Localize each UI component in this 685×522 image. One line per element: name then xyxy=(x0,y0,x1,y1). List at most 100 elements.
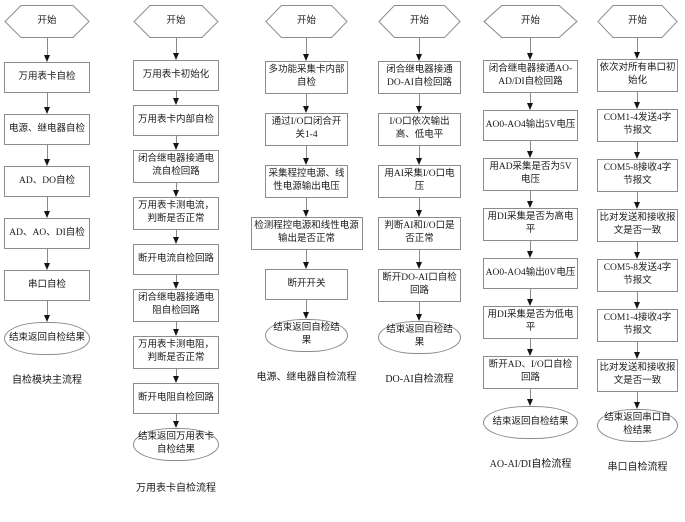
hexagon-shape xyxy=(483,5,578,38)
step-node: I/O口依次输出高、低电平 xyxy=(378,112,461,146)
arrow-down xyxy=(526,338,535,356)
end-node: 结束返回自检结果 xyxy=(483,405,578,439)
step-node: AD、DO自检 xyxy=(4,166,90,197)
arrow-down xyxy=(633,91,642,109)
step-node: 串口自检 xyxy=(4,270,90,301)
arrow-down xyxy=(633,141,642,159)
arrow-down xyxy=(172,136,181,150)
step-node: 用AD采集是否为5V电压 xyxy=(483,157,578,191)
step-node: 万用表卡测电阻，判断是否正常 xyxy=(133,335,219,369)
start-node: 开始 xyxy=(265,5,348,38)
start-node: 开始 xyxy=(483,5,578,38)
arrow-down xyxy=(43,38,52,62)
start-node: 开始 xyxy=(4,5,90,38)
arrow-down xyxy=(526,140,535,158)
step-node: COM5-8接收4字节报文 xyxy=(597,158,678,192)
arrow-down xyxy=(172,38,181,60)
arrow-down xyxy=(415,93,424,113)
step-node: 比对发送和接收报文是否一致 xyxy=(597,358,678,392)
flow-caption: 万用表卡自检流程 xyxy=(136,482,216,494)
flow-caption: AO-AI/DI自检流程 xyxy=(489,458,572,470)
step-node: 比对发送和接收报文是否一致 xyxy=(597,208,678,242)
step-node: 断开开关 xyxy=(265,268,348,300)
step-node: 采集程控电源、线性电源输出电压 xyxy=(265,164,348,198)
arrow-down xyxy=(302,299,311,319)
arrow-down xyxy=(43,301,52,322)
hexagon-shape xyxy=(4,5,90,38)
step-node: 断开电阻自检回路 xyxy=(133,382,219,414)
step-node: 万用表卡内部自检 xyxy=(133,105,219,136)
step-node: 多功能采集卡内部自检 xyxy=(265,61,348,94)
step-node: 电源、继电器自检 xyxy=(4,114,90,145)
step-node: 判断AI和I/O口是否正常 xyxy=(378,216,461,250)
start-label: 开始 xyxy=(37,15,57,26)
step-node: 用DI采集是否为低电平 xyxy=(483,305,578,339)
arrow-down xyxy=(43,249,52,270)
end-node: 结束返回自检结果 xyxy=(378,320,461,354)
hexagon-shape xyxy=(378,5,461,38)
step-node: AO0-AO4输出5V电压 xyxy=(483,109,578,141)
hexagon-shape xyxy=(597,5,678,38)
arrow-down xyxy=(633,38,642,59)
step-node: 断开DO-AI口自检回路 xyxy=(378,268,461,302)
step-node: 用DI采集是否为高电平 xyxy=(483,207,578,241)
step-node: 闭合继电器接通AO-AD/DI自检回路 xyxy=(483,60,578,93)
step-node: 万用表卡自检 xyxy=(4,62,90,93)
arrow-down xyxy=(526,38,535,60)
arrow-down xyxy=(302,145,311,165)
arrow-down xyxy=(43,197,52,218)
arrow-down xyxy=(172,274,181,289)
arrow-down xyxy=(172,182,181,197)
flowchart-ao-ai-di: 开始 闭合继电器接通AO-AD/DI自检回路 AO0-AO4输出5V电压 用AD… xyxy=(483,5,578,470)
step-node: 检测程控电源和线性电源输出是否正常 xyxy=(250,216,363,250)
step-node: 用AI采集I/O口电压 xyxy=(378,164,461,198)
arrow-down xyxy=(526,190,535,208)
end-node: 结束返回万用表卡自检结果 xyxy=(133,427,219,461)
start-label: 开始 xyxy=(296,15,316,26)
end-node: 结束返回串口自检结果 xyxy=(597,408,678,442)
arrow-down xyxy=(172,368,181,383)
arrow-down xyxy=(302,197,311,217)
step-node: 断开电流自检回路 xyxy=(133,243,219,275)
step-node: 闭合继电器接通DO-AI自检回路 xyxy=(378,61,461,94)
arrow-down xyxy=(526,388,535,406)
arrow-down xyxy=(633,391,642,409)
flowchart-serial-port: 开始 依次对所有串口初始化 COM1-4发送4字节报文 COM5-8接收4字节报… xyxy=(597,5,678,473)
arrow-down xyxy=(633,341,642,359)
arrow-down xyxy=(172,91,181,105)
hexagon-shape xyxy=(265,5,348,38)
arrow-down xyxy=(526,288,535,306)
arrow-down xyxy=(302,93,311,113)
end-node: 结束返回自检结果 xyxy=(265,318,348,352)
arrow-down xyxy=(302,249,311,269)
start-label: 开始 xyxy=(409,15,429,26)
step-node: 万用表卡初始化 xyxy=(133,60,219,91)
arrow-down xyxy=(633,291,642,309)
step-node: 通过I/O口闭合开关1-4 xyxy=(265,112,348,146)
hexagon-shape xyxy=(133,5,219,38)
step-node: 闭合继电器接通电流自检回路 xyxy=(133,150,219,183)
step-node: COM5-8发送4字节报文 xyxy=(597,258,678,292)
arrow-down xyxy=(302,38,311,61)
start-node: 开始 xyxy=(133,5,219,38)
step-node: AO0-AO4输出0V电压 xyxy=(483,257,578,289)
arrow-down xyxy=(172,321,181,336)
arrow-down xyxy=(526,240,535,258)
step-node: 依次对所有串口初始化 xyxy=(597,59,678,92)
arrow-down xyxy=(633,241,642,259)
step-node: COM1-4发送4字节报文 xyxy=(597,108,678,142)
step-node: 闭合继电器接通电阻自检回路 xyxy=(133,288,219,322)
end-node: 结束返回自检结果 xyxy=(4,322,90,355)
arrow-down xyxy=(415,38,424,61)
arrow-down xyxy=(172,413,181,428)
arrow-down xyxy=(172,229,181,244)
step-node: 万用表卡测电流，判断是否正常 xyxy=(133,196,219,230)
start-node: 开始 xyxy=(597,5,678,38)
flowchart-power-relay: 开始 多功能采集卡内部自检 通过I/O口闭合开关1-4 采集程控电源、线性电源输… xyxy=(250,5,363,383)
flow-caption: 自检模块主流程 xyxy=(12,375,82,386)
flow-caption: 串口自检流程 xyxy=(607,461,668,473)
flow-caption: 电源、继电器自检流程 xyxy=(256,371,357,383)
step-node: 断开AD、I/O口自检回路 xyxy=(483,355,578,389)
arrow-down xyxy=(43,93,52,114)
